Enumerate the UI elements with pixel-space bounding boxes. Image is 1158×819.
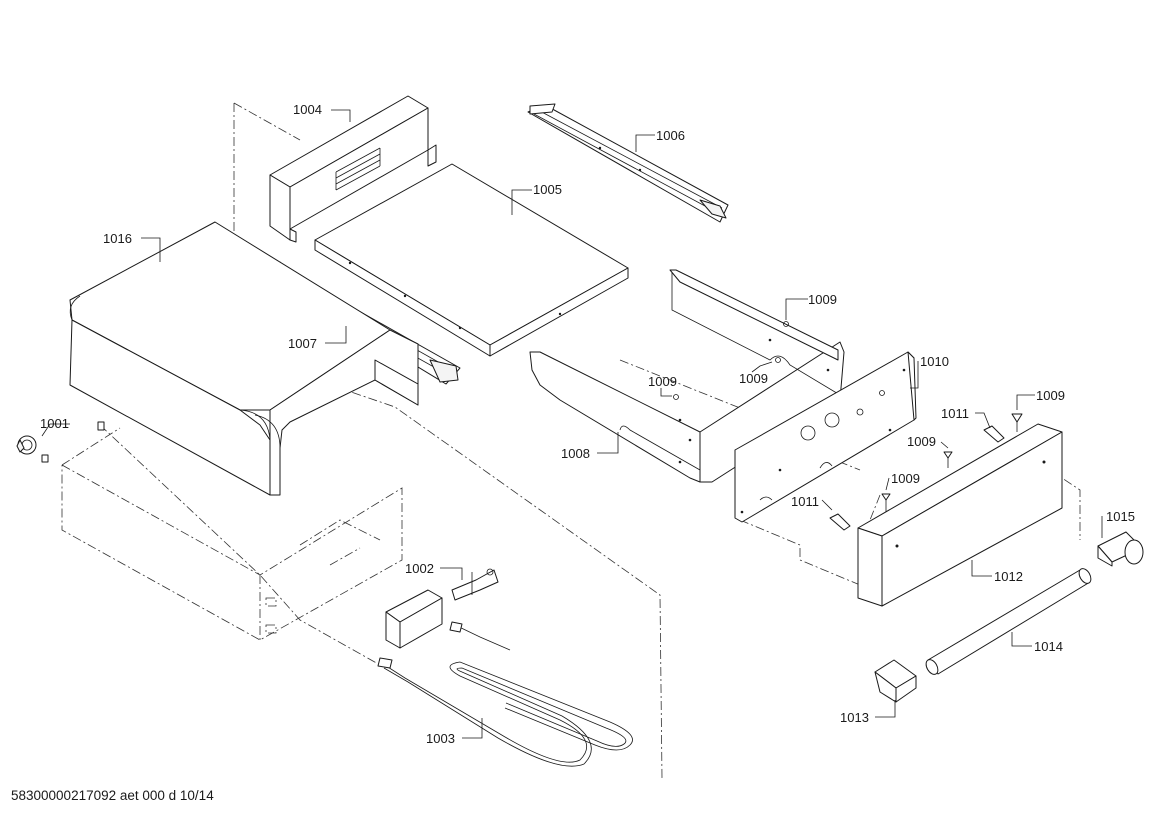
- part-1010-front-panel: [734, 351, 917, 523]
- label-1003: 1003: [426, 731, 455, 746]
- label-1004: 1004: [293, 102, 322, 117]
- label-1008: 1008: [561, 446, 590, 461]
- label-1002: 1002: [405, 561, 434, 576]
- part-1003-heating-element: [377, 621, 633, 767]
- part-1004-rear-panel: [269, 95, 437, 243]
- label-1009: 1009: [648, 374, 677, 389]
- label-1011: 1011: [941, 406, 969, 421]
- label-1013: 1013: [840, 710, 869, 725]
- part-1001-thermostat: [16, 421, 105, 463]
- part-1005-top-plate: [314, 163, 629, 357]
- label-1012: 1012: [994, 569, 1023, 584]
- part-1014-handle-bar: [925, 568, 1092, 675]
- label-1001: 1001: [40, 416, 69, 431]
- label-1011: 1011: [791, 494, 819, 509]
- label-1009: 1009: [1036, 388, 1065, 403]
- label-1007: 1007: [288, 336, 317, 351]
- document-id: 58300000217092 aet 000 d 10/14: [11, 788, 214, 803]
- label-1010: 1010: [920, 354, 949, 369]
- part-1002-terminal-block: [385, 568, 499, 649]
- part-1008-chassis: [529, 269, 845, 483]
- label-leader-lines: [41, 109, 1103, 739]
- label-1016: 1016: [103, 231, 132, 246]
- part-1009-screws: [673, 321, 1023, 512]
- label-1009: 1009: [808, 292, 837, 307]
- part-1013-end-cap: [874, 659, 917, 703]
- part-1012-fascia: [857, 423, 1063, 607]
- label-1009: 1009: [907, 434, 936, 449]
- label-1009: 1009: [739, 371, 768, 386]
- label-1009: 1009: [891, 471, 920, 486]
- part-1006-slide-rail: [527, 103, 729, 223]
- part-1015-end-cap: [1097, 531, 1144, 567]
- label-1014: 1014: [1034, 639, 1063, 654]
- part-1016-outer-cover: [69, 221, 419, 496]
- part-number-labels: 1004 1006 1005 1016 1007 1009 1010 1009 …: [40, 102, 1135, 746]
- label-1005: 1005: [533, 182, 562, 197]
- label-1006: 1006: [656, 128, 685, 143]
- label-1015: 1015: [1106, 509, 1135, 524]
- inner-housing-outline: [61, 464, 403, 641]
